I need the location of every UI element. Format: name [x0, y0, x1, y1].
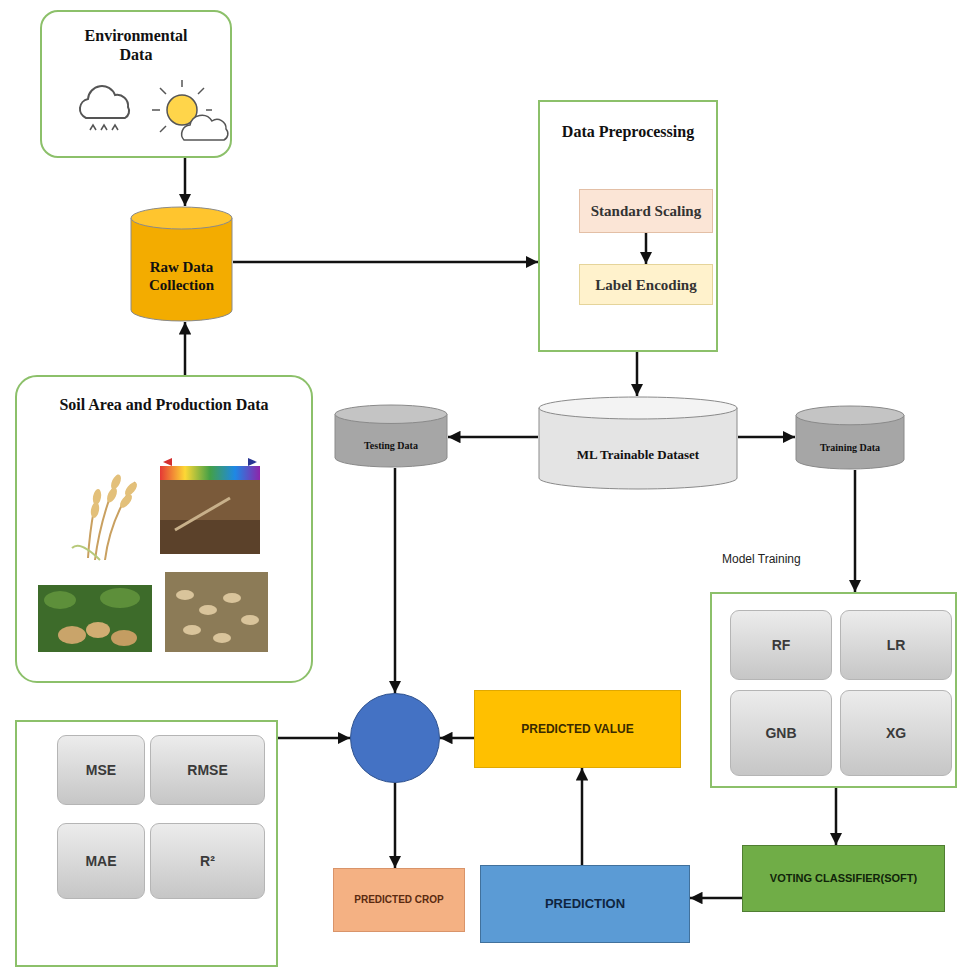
- metric-box: MAE: [57, 823, 145, 899]
- wheat-picture: [72, 473, 139, 560]
- flow-arrow: [645, 233, 648, 264]
- flow-arrow: [440, 737, 474, 740]
- node-label: RMSE: [187, 762, 227, 779]
- merge-circle: [350, 693, 440, 783]
- metric-box: MSE: [57, 735, 145, 805]
- environment-panel: Environmental Data: [40, 10, 232, 158]
- cylinder-top: [131, 207, 232, 229]
- peanut-picture: [165, 572, 268, 652]
- flow-arrow: [184, 322, 187, 375]
- model-box: XG: [840, 690, 952, 776]
- panel-heading: Environmental Data: [71, 12, 201, 64]
- node-label: Raw Data Collection: [135, 258, 228, 294]
- stage-label: Model Training: [722, 552, 801, 566]
- output-box: PREDICTED CROP: [333, 868, 465, 932]
- flow-arrow: [738, 436, 795, 439]
- metric-group: MSE RMSE MAE R²: [15, 720, 278, 967]
- node-label: LR: [887, 637, 906, 654]
- node-label: ML Trainable Dataset: [577, 447, 699, 463]
- flow-arrow: [448, 436, 538, 439]
- model-group: RF LR GNB XG: [710, 592, 957, 788]
- flow-arrow: [835, 788, 838, 845]
- node-label: XG: [886, 725, 906, 742]
- metric-box: RMSE: [150, 735, 265, 805]
- preprocessing-panel: Data PreprocessingStandard ScalingLabel …: [538, 100, 718, 352]
- node-label: MSE: [86, 762, 116, 779]
- process-box: PREDICTION: [480, 865, 690, 943]
- node-label: RF: [772, 637, 791, 654]
- panel-heading: Data Preprocessing: [542, 102, 714, 141]
- model-box: GNB: [730, 690, 832, 776]
- classifier-box: VOTING CLASSIFIER(SOFT): [742, 845, 945, 912]
- process-box: Label Encoding: [579, 264, 713, 305]
- soil-ph-picture: [160, 458, 260, 554]
- cylinder-shape: [538, 396, 738, 490]
- sun-icon: [152, 80, 228, 140]
- cylinder-top: [335, 405, 447, 423]
- model-box: RF: [730, 610, 832, 680]
- cylinder-body: [131, 218, 232, 321]
- flow-arrow: [581, 768, 584, 865]
- process-box: Standard Scaling: [579, 189, 713, 233]
- node-label: VOTING CLASSIFIER(SOFT): [770, 872, 917, 885]
- soil-panel: Soil Area and Production Data: [15, 375, 313, 683]
- node-label: Standard Scaling: [591, 202, 701, 220]
- node-label: PREDICTION: [545, 896, 625, 912]
- flow-arrow: [854, 470, 857, 592]
- cylinder-top: [796, 406, 904, 425]
- flow-arrow: [636, 352, 639, 396]
- data-store: Raw Data Collection: [130, 206, 233, 322]
- node-label: Label Encoding: [595, 276, 696, 294]
- output-box: PREDICTED VALUE: [474, 690, 681, 768]
- cylinder-body: [539, 408, 737, 489]
- node-label: PREDICTED VALUE: [521, 722, 633, 736]
- flow-arrow: [394, 468, 397, 693]
- node-label: GNB: [765, 725, 796, 742]
- node-label: R²: [200, 853, 215, 870]
- node-label: Testing Data: [364, 440, 418, 452]
- cylinder-top: [539, 397, 737, 419]
- node-label: MAE: [85, 853, 116, 870]
- flow-arrow: [184, 158, 187, 206]
- flow-arrow: [278, 737, 350, 740]
- cylinder-shape: [795, 405, 905, 470]
- data-store: ML Trainable Dataset: [538, 396, 738, 490]
- node-label: PREDICTED CROP: [354, 894, 443, 906]
- model-box: LR: [840, 610, 952, 680]
- data-store: Training Data: [795, 405, 905, 470]
- node-label: Training Data: [820, 442, 880, 454]
- flow-arrow: [394, 783, 397, 868]
- rain-cloud-icon: [80, 86, 129, 130]
- potato-picture: [38, 585, 152, 652]
- cylinder-shape: [334, 404, 448, 468]
- panel-heading: Soil Area and Production Data: [29, 377, 299, 414]
- metric-box: R²: [150, 823, 265, 899]
- data-store: Testing Data: [334, 404, 448, 468]
- flow-arrow: [690, 897, 742, 900]
- flow-arrow: [233, 261, 538, 264]
